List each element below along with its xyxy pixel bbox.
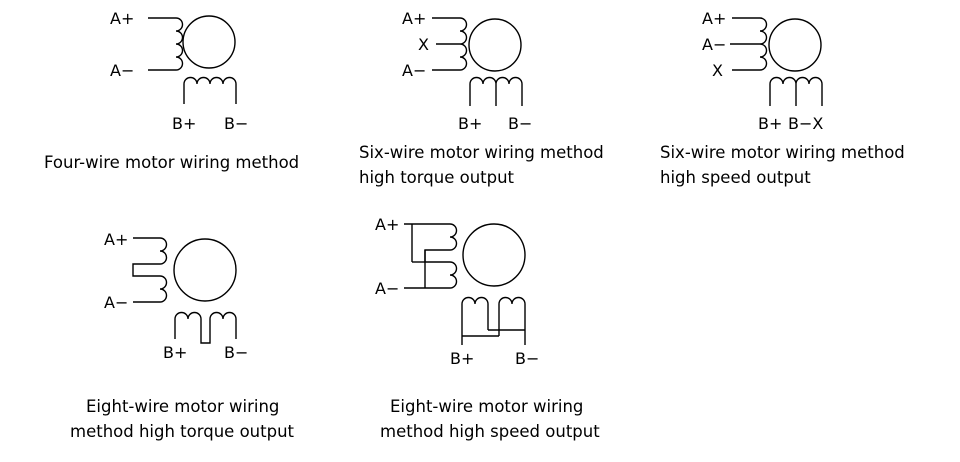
label-a-plus: A+ bbox=[402, 9, 426, 28]
diagram-eight-wire-high-speed: A+ A− B+ B− Eight-wire motor wiring meth… bbox=[375, 215, 600, 441]
label-b-minus: B− bbox=[224, 114, 248, 133]
diagram-six-wire-high-torque: A+ X A− B+ B− Six-wire motor wiring meth… bbox=[359, 9, 604, 187]
label-b-plus: B+ bbox=[450, 349, 474, 368]
label-x: X bbox=[418, 35, 429, 54]
rotor-circle bbox=[468, 18, 522, 72]
caption-line-1: Six-wire motor wiring method bbox=[359, 143, 604, 162]
diagram-eight-wire-high-torque: A+ A− B+ B− Eight-wire motor wiring meth… bbox=[70, 230, 295, 441]
coil-a bbox=[148, 17, 184, 71]
label-a-minus: A− bbox=[110, 61, 134, 80]
label-a-plus: A+ bbox=[375, 215, 399, 234]
label-a-plus: A+ bbox=[110, 9, 134, 28]
label-a-minus: A− bbox=[402, 61, 426, 80]
label-x: X bbox=[712, 61, 723, 80]
label-b-minus-x: B−X bbox=[788, 114, 823, 133]
caption-line-1: Eight-wire motor wiring bbox=[86, 397, 279, 416]
label-a-minus: A− bbox=[104, 293, 128, 312]
label-a-minus: A− bbox=[702, 35, 726, 54]
label-b-plus: B+ bbox=[758, 114, 782, 133]
coil-b bbox=[183, 76, 237, 104]
caption-line-2: method high torque output bbox=[70, 422, 295, 441]
coil-b-pair bbox=[461, 296, 526, 345]
diagram-six-wire-high-speed: A+ A− X B+ B−X Six-wire motor wiring met… bbox=[660, 9, 905, 187]
label-b-minus: B− bbox=[515, 349, 539, 368]
caption-line-1: Six-wire motor wiring method bbox=[660, 143, 905, 162]
coil-b1 bbox=[174, 311, 237, 344]
caption-line-2: method high speed output bbox=[380, 422, 600, 441]
rotor-circle bbox=[768, 18, 822, 72]
rotor-circle bbox=[182, 15, 236, 69]
label-b-minus: B− bbox=[224, 343, 248, 362]
label-b-plus: B+ bbox=[172, 114, 196, 133]
caption-line-2: high torque output bbox=[359, 168, 515, 187]
coil-a1 bbox=[132, 237, 168, 303]
label-b-plus: B+ bbox=[163, 343, 187, 362]
label-b-minus: B− bbox=[508, 114, 532, 133]
label-a-plus: A+ bbox=[702, 9, 726, 28]
diagram-four-wire: A+ A− B+ B− Four-wire motor wiring metho… bbox=[44, 9, 299, 172]
label-b-plus: B+ bbox=[458, 114, 482, 133]
label-a-plus: A+ bbox=[104, 230, 128, 249]
label-a-minus: A− bbox=[375, 279, 399, 298]
caption-line-2: high speed output bbox=[660, 168, 811, 187]
rotor-circle bbox=[462, 223, 526, 287]
caption-line-1: Eight-wire motor wiring bbox=[390, 397, 583, 416]
caption-line-1: Four-wire motor wiring method bbox=[44, 153, 299, 172]
rotor-circle bbox=[173, 238, 237, 302]
